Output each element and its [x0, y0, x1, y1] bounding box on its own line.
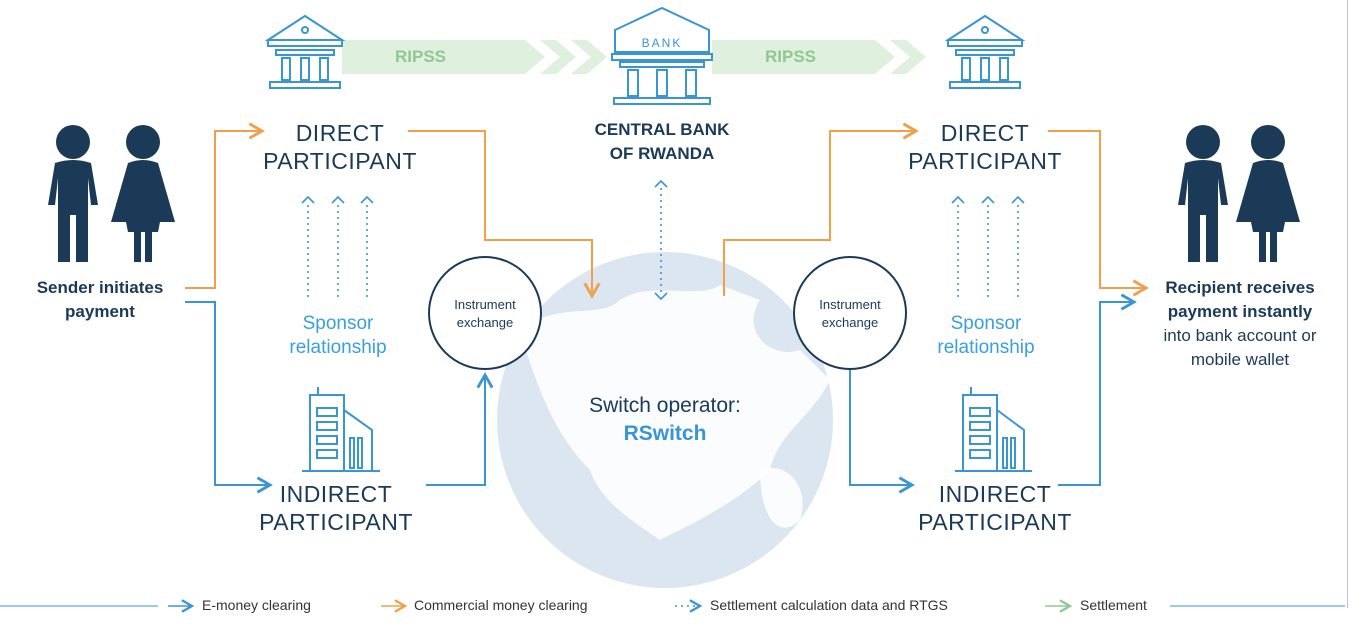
sponsor-dotted-arrows-left: [301, 195, 374, 300]
direct-participant-left: DIRECT PARTICIPANT: [263, 120, 417, 174]
instrument-exchange-circle-left: [428, 256, 542, 370]
direct-participant-right: DIRECT PARTICIPANT: [908, 120, 1062, 174]
emoney-clearing-flows: [185, 293, 1137, 494]
legend-emoney: E-money clearing: [202, 597, 311, 613]
bank-sign: BANK: [642, 36, 683, 50]
switch-operator-label: Switch operator: RSwitch: [589, 394, 741, 445]
sponsor-relationship-left: Sponsor relationship: [289, 313, 387, 358]
legend-commercial: Commercial money clearing: [414, 597, 588, 613]
bank-icon-left: [264, 14, 346, 89]
building-icon-left: [302, 387, 380, 472]
central-bank-label: CENTRAL BANK OF RWANDA: [594, 120, 730, 163]
ripss-band-right: [712, 40, 926, 74]
sponsor-dotted-arrows-right: [951, 195, 1025, 300]
globe-background: [497, 252, 833, 588]
recipient-label: Recipient receives payment instantly int…: [1163, 278, 1317, 369]
ripss-band-left: [342, 40, 607, 74]
recipient-people-icon: [1178, 125, 1300, 262]
indirect-participant-right: INDIRECT PARTICIPANT: [918, 481, 1072, 535]
legend-settlement-data: Settlement calculation data and RTGS: [710, 597, 948, 613]
right-border-line: [1347, 0, 1348, 608]
bank-icon-right: [944, 14, 1026, 89]
sender-people-icon: [48, 125, 175, 262]
instrument-exchange-circle-right: [793, 256, 907, 370]
ripss-label-left: RIPSS: [395, 47, 447, 66]
building-icon-right: [955, 387, 1032, 472]
sender-label: Sender initiates payment: [36, 278, 164, 321]
bank-icon-central: [611, 6, 713, 105]
settlement-data-arrow: [654, 179, 668, 301]
instrument-exchange-right: Instrument exchange: [819, 297, 881, 330]
legend-settlement: Settlement: [1080, 597, 1147, 613]
sponsor-relationship-right: Sponsor relationship: [937, 313, 1035, 358]
commercial-clearing-flows: [185, 122, 1149, 299]
ripss-label-right: RIPSS: [765, 47, 817, 66]
instrument-exchange-left: Instrument exchange: [454, 297, 516, 330]
indirect-participant-left: INDIRECT PARTICIPANT: [259, 481, 413, 535]
